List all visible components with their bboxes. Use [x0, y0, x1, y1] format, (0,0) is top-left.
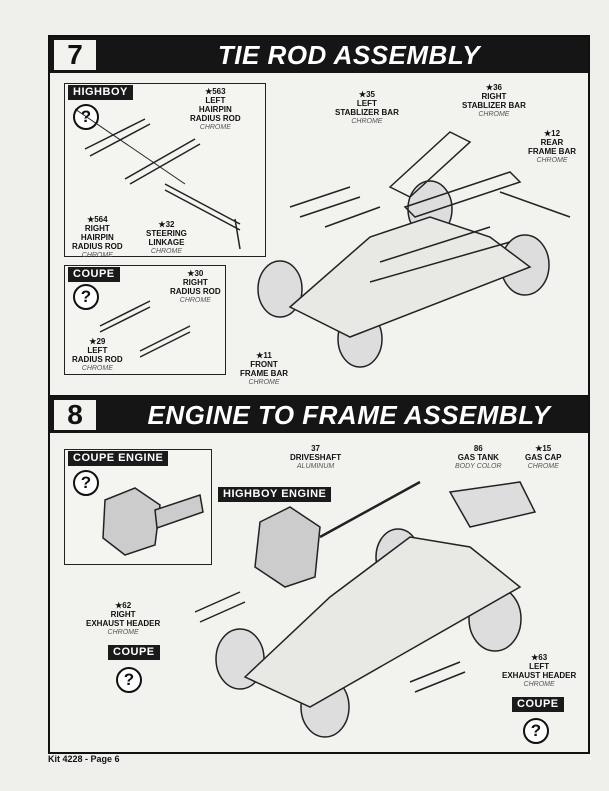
highboy-engine-tag: HIGHBOY ENGINE — [218, 487, 332, 502]
step-header: 8 ENGINE TO FRAME ASSEMBLY — [50, 397, 588, 433]
help-icon[interactable]: ? — [116, 667, 142, 693]
page-footer: Kit 4228 - Page 6 — [48, 754, 120, 764]
coupe-tag: COUPE — [512, 697, 564, 712]
step-8-panel: 8 ENGINE TO FRAME ASSEMBLY COUPE ENGINE … — [48, 395, 590, 754]
coupe-tag: COUPE — [108, 645, 160, 660]
highboy-tag: HIGHBOY — [68, 85, 133, 100]
step-title: TIE ROD ASSEMBLY — [217, 40, 481, 70]
help-icon[interactable]: ? — [523, 718, 549, 744]
engine-frame-diagram — [194, 480, 537, 738]
help-icon[interactable]: ? — [73, 284, 99, 310]
highboy-inset: HIGHBOY ? — [64, 83, 266, 257]
step-number: 7 — [54, 40, 96, 70]
coupe-tag: COUPE — [68, 267, 120, 282]
coupe-engine-inset: COUPE ENGINE ? — [64, 449, 212, 565]
tie-rod-diagram — [257, 131, 571, 368]
step-title: ENGINE TO FRAME ASSEMBLY — [147, 400, 551, 430]
step-header: 7 TIE ROD ASSEMBLY — [50, 37, 588, 73]
step-number: 8 — [54, 400, 96, 430]
help-icon[interactable]: ? — [73, 470, 99, 496]
step-7-panel: 7 TIE ROD ASSEMBLY HIGHBOY ? COUPE ? ★56… — [48, 35, 590, 397]
coupe-engine-tag: COUPE ENGINE — [68, 451, 169, 466]
coupe-inset: COUPE ? — [64, 265, 226, 375]
